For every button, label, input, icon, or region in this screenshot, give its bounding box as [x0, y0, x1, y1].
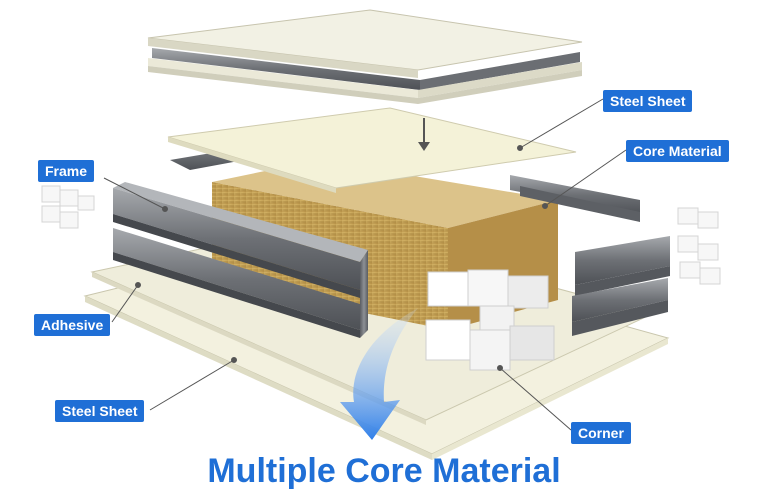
- top-adhesive-sheet: [167, 107, 577, 193]
- diagram-caption: Multiple Core Material: [207, 452, 561, 490]
- steel-sheet-bottom-label: Steel Sheet: [55, 400, 145, 422]
- top-assembled-panel: [147, 9, 583, 104]
- corner-icon-left: [41, 185, 95, 229]
- front-frame-rail: [113, 182, 368, 338]
- steel-sheet-top-label: Steel Sheet: [603, 90, 693, 112]
- corner-label: Corner: [571, 422, 631, 444]
- leader-lines: [103, 98, 627, 431]
- adhesive-label: Adhesive: [34, 314, 111, 336]
- corner-pieces: [425, 269, 555, 371]
- frame-label: Frame: [38, 160, 95, 182]
- down-arrow-icon: [418, 118, 430, 151]
- right-frame-rail: [572, 236, 670, 336]
- core-material-label: Core Material: [626, 140, 729, 162]
- corner-icon-right: [677, 207, 721, 285]
- curved-arrow-icon: [340, 308, 418, 440]
